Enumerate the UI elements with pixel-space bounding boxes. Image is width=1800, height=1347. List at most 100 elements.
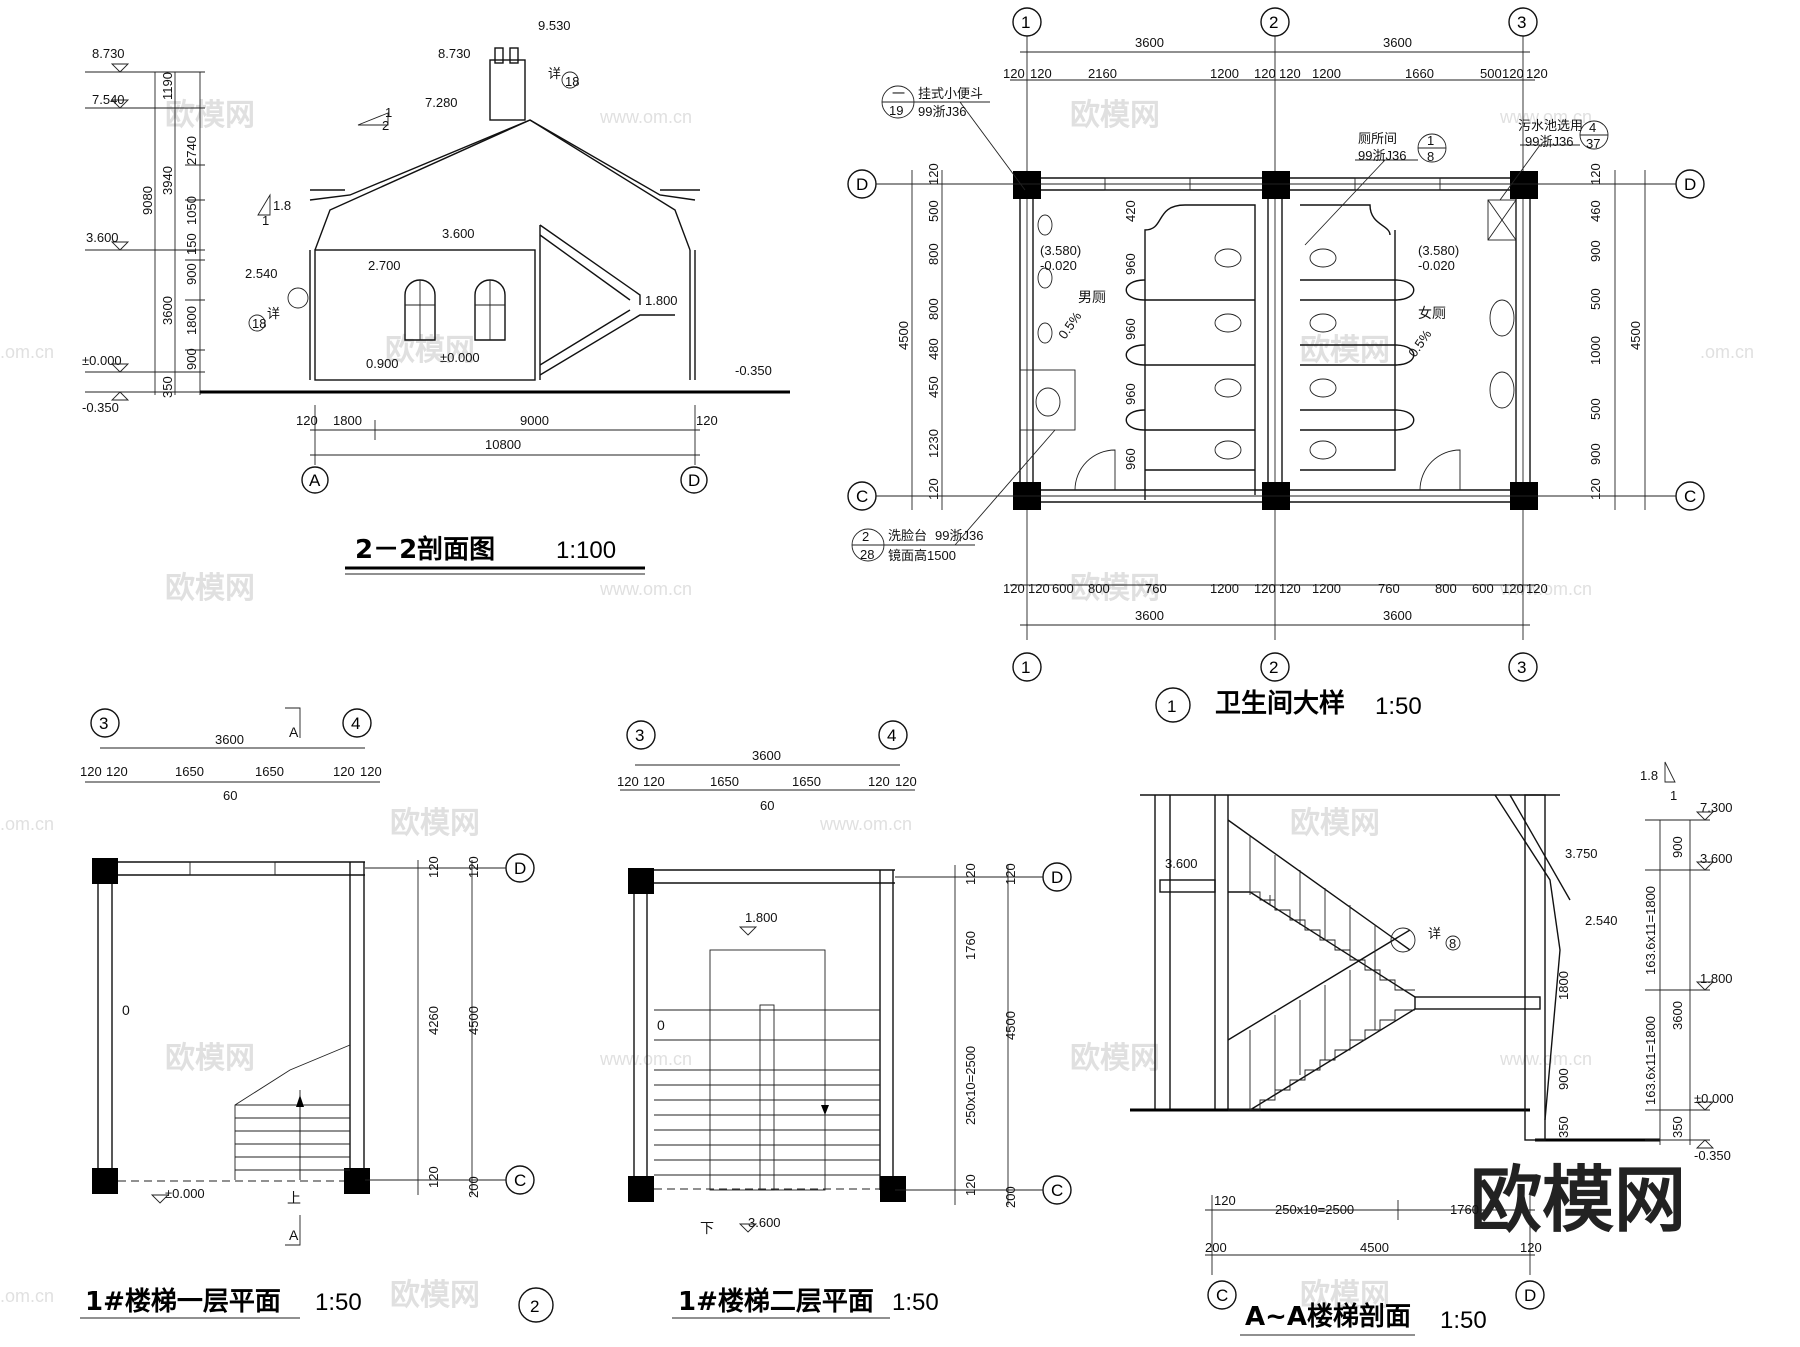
elev-label: 3.600: [86, 230, 119, 245]
dim-label: 120: [1502, 66, 1524, 81]
detail-ref: 8: [1449, 936, 1456, 951]
elev-label: 1.800: [1700, 971, 1733, 986]
dim-label: 120: [1003, 581, 1025, 596]
dim-label: 120: [360, 764, 382, 779]
dim-label: 120: [1030, 66, 1052, 81]
elev-label: ±0.000: [440, 350, 480, 365]
watermark-brand: 欧模网: [1300, 333, 1390, 368]
dim-label: 120: [926, 478, 941, 500]
dim-label: 350: [160, 376, 175, 398]
dim-label: 960: [1123, 383, 1138, 405]
dim-label: 120: [1003, 66, 1025, 81]
axis-bubble: 4: [351, 714, 360, 733]
watermark-brand: 欧模网: [385, 333, 475, 368]
section-22-drawing: 8.730 7.540 3.600 ±0.000 -0.350 1190 274…: [82, 18, 790, 575]
watermark-brand: 欧模网: [390, 806, 480, 841]
dim-label: 4500: [896, 321, 911, 350]
callout-mirror: 镜面高1500: [888, 548, 956, 563]
dim-label: 350: [1556, 1116, 1571, 1138]
watermark-url: www.om.cn: [819, 814, 912, 834]
stair-section-aa: 详 8 3.600 3.750 2.540 7.300 3.600 1.800 …: [1130, 761, 1734, 1336]
detail-note: 详: [267, 306, 280, 321]
dim-label: 120: [963, 863, 978, 885]
dim-label: 1800: [1556, 971, 1571, 1000]
dim-label: 120: [106, 764, 128, 779]
zero-mark: 0: [122, 1002, 130, 1018]
dim-label: 120: [1003, 863, 1018, 885]
dim-label: 3600: [1670, 1001, 1685, 1030]
section-22-title: 2－2剖面图: [355, 534, 495, 565]
dim-label: 960: [1123, 318, 1138, 340]
dim-label: 1800: [184, 306, 199, 335]
dim-label: 900: [1588, 443, 1603, 465]
stair-section-scale: 1:50: [1440, 1307, 1487, 1334]
elev-label: -0.350: [1694, 1148, 1731, 1163]
dim-label: 120: [1028, 581, 1050, 596]
callout-ref: 99浙J36: [918, 104, 966, 119]
dim-label: 120: [617, 774, 639, 789]
callout-sym: 1: [1427, 133, 1434, 148]
dim-label: 120: [868, 774, 890, 789]
dim-label: 1190: [160, 72, 175, 100]
section-22-scale: 1:100: [556, 537, 616, 564]
elev-label: 2.540: [1585, 913, 1618, 928]
callout-label: 挂式小便斗: [918, 86, 983, 101]
axis-bubble: 2: [1269, 658, 1278, 677]
elev-label: 1.800: [645, 293, 678, 308]
dim-label: 600: [1052, 581, 1074, 596]
dim-label: 3600: [1135, 608, 1164, 623]
dim-label: 120: [1526, 581, 1548, 596]
watermark-brand: 欧模网: [165, 98, 255, 133]
brand-logo: 欧模网: [1470, 1158, 1686, 1242]
room-label-male: 男厕: [1078, 289, 1106, 305]
elev-label: 3.600: [1165, 856, 1198, 871]
dim-label: 1650: [175, 764, 204, 779]
watermark-url: .om.cn: [0, 1286, 54, 1306]
callout-sym: 4: [1589, 120, 1596, 135]
callout-ref: 99浙J36: [935, 528, 983, 543]
dim-label: 500: [926, 200, 941, 222]
dim-label: 120: [426, 856, 441, 878]
watermark-url: www.om.cn: [599, 579, 692, 599]
callout-sym: 37: [1586, 136, 1600, 151]
dim-label: 350: [1670, 1116, 1685, 1138]
watermark-url: .om.cn: [1700, 342, 1754, 362]
watermark-brand: 欧模网: [1290, 806, 1380, 841]
dim-label: 480: [926, 338, 941, 360]
dim-label: 760: [1145, 581, 1167, 596]
toilet-scale: 1:50: [1375, 693, 1422, 720]
callout-label: 洗脸台: [888, 528, 927, 543]
callout-ref: 99浙J36: [1525, 134, 1573, 149]
watermark-url: www.om.cn: [1499, 107, 1592, 127]
dim-label: 120: [1588, 163, 1603, 185]
slope-label: 1: [1670, 788, 1677, 803]
elev-label: 7.540: [92, 92, 125, 107]
watermark-url: www.om.cn: [1499, 579, 1592, 599]
detail-ref: 18: [252, 316, 266, 331]
dim-label: 120: [1588, 478, 1603, 500]
toilet-plan-drawing: 1 2 3 3600 3600 120 120 2160 1200 120 12…: [847, 7, 1705, 723]
axis-bubble: 3: [1517, 658, 1526, 677]
dim-label: 120: [296, 413, 318, 428]
elev-label: 2.540: [245, 266, 278, 281]
elev-label: (3.580): [1040, 243, 1081, 258]
axis-bubble: 3: [1517, 13, 1526, 32]
dim-label: 120: [466, 856, 481, 878]
slope-label: 0.5%: [1055, 308, 1085, 341]
dim-label: 9000: [520, 413, 549, 428]
dim-label: 800: [1435, 581, 1457, 596]
dim-label: 120: [1520, 1240, 1542, 1255]
callout-sym: 一: [892, 86, 905, 101]
watermark-brand: 欧模网: [1070, 1041, 1160, 1076]
dim-label: 200: [466, 1176, 481, 1198]
dim-label: 200: [1003, 1186, 1018, 1208]
watermark-brand: 欧模网: [165, 1041, 255, 1076]
dim-label: 120: [1279, 66, 1301, 81]
dim-label: 120: [643, 774, 665, 789]
dim-label: 4260: [426, 1006, 441, 1035]
dim-label: 1760: [963, 931, 978, 960]
axis-bubble: 2: [1269, 13, 1278, 32]
dim-label: 3600: [215, 732, 244, 747]
callout-sym: 2: [862, 529, 869, 544]
dim-label: 163.6x11=1800: [1643, 886, 1658, 975]
